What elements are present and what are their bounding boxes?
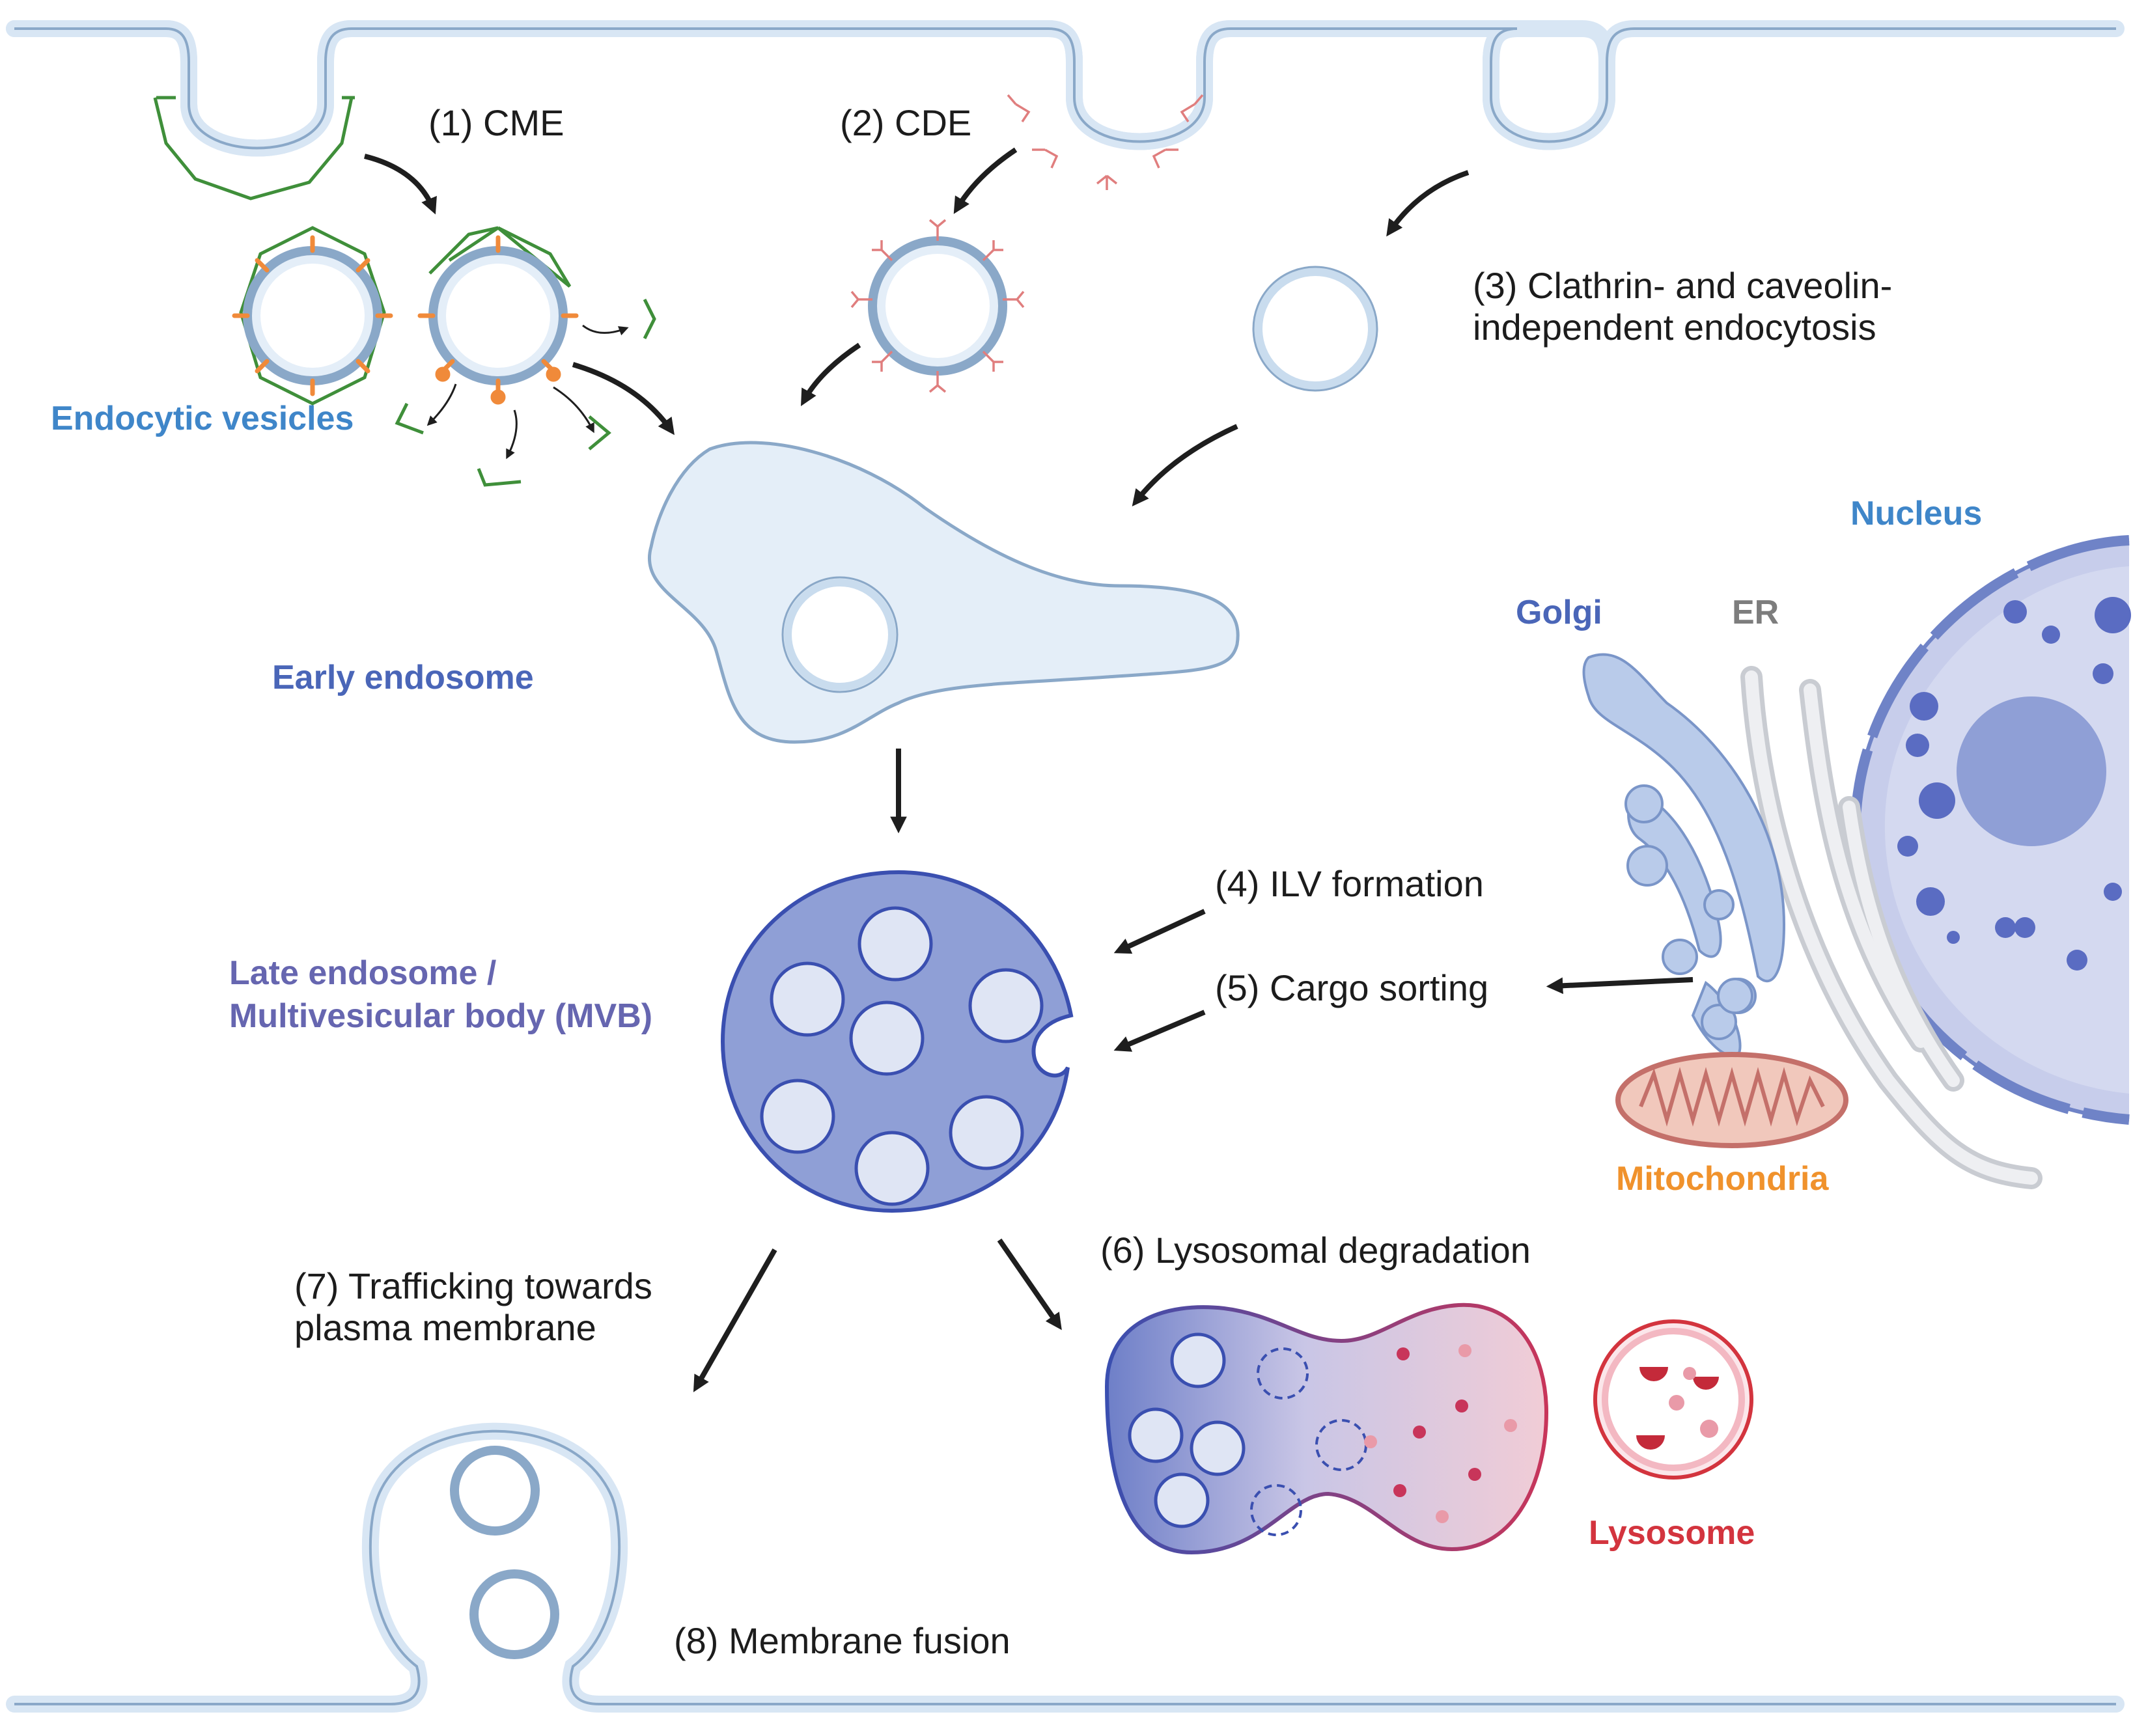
- plasma-membrane-top: [6, 20, 2125, 157]
- label-membrane-fusion: (8) Membrane fusion: [674, 1620, 1011, 1661]
- lysosome: [1593, 1319, 1753, 1480]
- label-nucleus: Nucleus: [1850, 495, 1982, 532]
- label-cargo-sorting: (5) Cargo sorting: [1215, 967, 1488, 1008]
- arrow-ilv-formation: [1113, 909, 1206, 954]
- label-clathrin-independent-2: independent endocytosis: [1473, 307, 1876, 348]
- label-trafficking-2: plasma membrane: [294, 1307, 596, 1348]
- label-er: ER: [1732, 594, 1779, 631]
- arrow-cargo-sorting: [1113, 1010, 1206, 1052]
- label-cde: (2) CDE: [840, 102, 971, 143]
- label-early-endosome: Early endosome: [272, 659, 534, 696]
- cme-clathrin-coat: [153, 96, 355, 200]
- label-cme: (1) CME: [428, 102, 564, 143]
- label-ilv-formation: (4) ILV formation: [1215, 863, 1484, 904]
- label-golgi: Golgi: [1516, 594, 1602, 631]
- cme-vesicle-uncoating: [417, 226, 579, 405]
- fusing-vesicle-2: [469, 1569, 559, 1659]
- arrow-golgi-to-cargo-sorting: [1546, 977, 1694, 995]
- label-lysosome: Lysosome: [1589, 1514, 1755, 1552]
- lysosomal-degradation-compartment: [1104, 1302, 1549, 1555]
- cde-vesicle: [850, 219, 1025, 393]
- label-late-endosome-2: Multivesicular body (MVB): [229, 997, 652, 1035]
- nucleus: [1850, 535, 2131, 1125]
- label-clathrin-independent-1: (3) Clathrin- and caveolin-: [1473, 265, 1892, 306]
- label-endocytic-vesicles: Endocytic vesicles: [51, 400, 354, 437]
- label-trafficking-1: (7) Trafficking towards: [294, 1265, 652, 1306]
- arrow-mvb-to-lysosome: [997, 1238, 1062, 1330]
- label-late-endosome-1: Late endosome /: [229, 954, 496, 992]
- arrow-vesicle-to-early-endosome: [572, 362, 675, 435]
- golgi-vesicle: [1717, 978, 1753, 1014]
- mitochondria: [1615, 1052, 1848, 1148]
- arrow-cde-vesicle-to-early-endosome: [801, 342, 861, 406]
- plasma-membrane-bottom: [6, 1422, 2125, 1713]
- multivesicular-body: [720, 870, 1074, 1213]
- pathway-arrows: [364, 147, 1694, 1392]
- arrow-mvb-to-membrane: [693, 1248, 777, 1392]
- fusing-vesicle-1: [450, 1446, 540, 1536]
- released-clathrin: [395, 298, 656, 487]
- cie-vesicle: [1253, 267, 1377, 391]
- small-arrows: [426, 324, 629, 460]
- arrow-cie-pit-to-vesicle: [1386, 170, 1470, 237]
- label-mitochondria: Mitochondria: [1616, 1160, 1830, 1198]
- cde-caveolin-coat: [1007, 94, 1204, 190]
- arrow-cde-pit-to-vesicle: [953, 147, 1018, 214]
- arrow-cie-vesicle-to-early-endosome: [1132, 424, 1238, 507]
- arrow-cme-to-vesicle: [364, 154, 437, 215]
- label-lysosomal-degradation: (6) Lysosomal degradation: [1100, 1230, 1531, 1271]
- cme-vesicle-coated: [232, 226, 393, 406]
- early-endosome: [648, 441, 1240, 744]
